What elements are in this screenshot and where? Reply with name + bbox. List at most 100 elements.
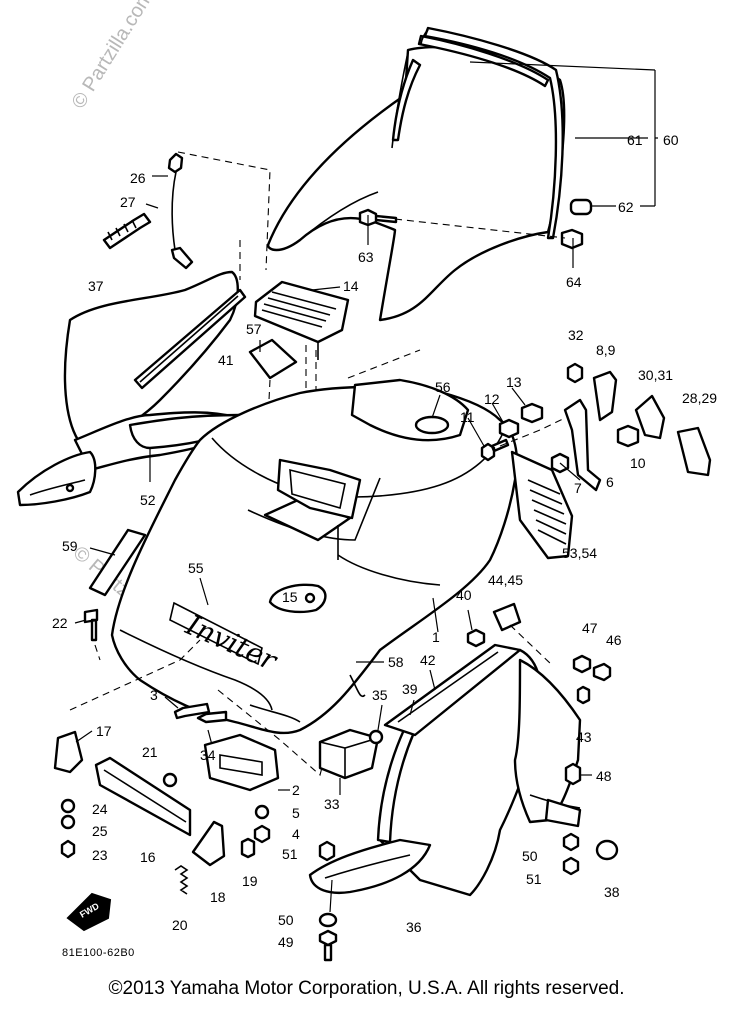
callout-7: 7: [574, 480, 582, 496]
callout-18: 18: [210, 889, 226, 905]
callout-52: 52: [140, 492, 156, 508]
callout-10: 10: [630, 455, 646, 471]
clip-44-45: [492, 602, 522, 632]
callout-5: 5: [292, 805, 300, 821]
nut-4: [253, 824, 271, 844]
decal-57: [248, 338, 298, 380]
washer-12: [498, 418, 520, 439]
callout-62: 62: [618, 199, 634, 215]
callout-4445: 44,45: [488, 572, 523, 588]
bolt-3: [173, 702, 211, 720]
callout-57: 57: [246, 321, 262, 337]
callout-40: 40: [456, 587, 472, 603]
side-panel-37: [16, 270, 248, 507]
clip-62: [569, 198, 593, 216]
grille-53-54: [510, 450, 574, 560]
callout-51b: 51: [526, 871, 542, 887]
washer-35: [368, 729, 384, 745]
callout-15: 15: [282, 589, 298, 605]
callout-27: 27: [120, 194, 136, 210]
part-30-31: [634, 394, 666, 440]
callout-39: 39: [402, 681, 418, 697]
bracket-18: [191, 820, 226, 867]
nut-32: [566, 362, 584, 384]
windshield: [266, 26, 593, 322]
rivet-43: [576, 685, 591, 705]
washer-24: [60, 798, 76, 814]
callout-37: 37: [88, 278, 104, 294]
callout-49: 49: [278, 934, 294, 950]
bolt-48: [564, 762, 582, 786]
callout-5354: 53,54: [562, 545, 597, 561]
rail-42: [383, 643, 522, 737]
callout-89: 8,9: [596, 342, 616, 358]
callout-58: 58: [388, 654, 404, 670]
part-28-29: [676, 426, 712, 477]
watermark-top-left: © Partzilla.com: [68, 0, 158, 113]
copyright-notice: ©2013 Yamaha Motor Corporation, U.S.A. A…: [108, 978, 625, 999]
nut-23: [60, 839, 76, 859]
cable-assembly: [102, 152, 194, 270]
callout-41: 41: [218, 352, 234, 368]
callout-19: 19: [242, 873, 258, 889]
callout-36: 36: [406, 919, 422, 935]
callout-32: 32: [568, 327, 584, 343]
callout-33: 33: [324, 796, 340, 812]
callout-25: 25: [92, 823, 108, 839]
callout-60: 60: [663, 132, 679, 148]
grommet-38: [595, 839, 619, 861]
cap-15: [268, 583, 327, 614]
callout-3: 3: [150, 687, 158, 703]
callout-22: 22: [52, 615, 68, 631]
vent-14: [253, 280, 350, 360]
callout-42: 42: [420, 652, 436, 668]
callout-50b: 50: [278, 912, 294, 928]
callout-56: 56: [435, 379, 451, 395]
spring-20: [174, 865, 189, 895]
callout-50a: 50: [522, 848, 538, 864]
callouts: 60 61 62 63 64 26 27 37 14 57 41 32 8,9 …: [52, 132, 717, 950]
callout-63: 63: [358, 249, 374, 265]
part-10: [616, 424, 640, 448]
callout-51a: 51: [282, 846, 298, 862]
callout-21: 21: [142, 744, 158, 760]
bolt-46: [592, 662, 612, 682]
screw-22: [83, 608, 99, 642]
callout-59: 59: [62, 538, 78, 554]
nut-40: [466, 628, 486, 648]
callout-1: 1: [432, 629, 440, 645]
fwd-arrow: FWD: [66, 892, 112, 932]
emblem-59: [88, 528, 147, 597]
arm-6: [563, 398, 602, 492]
callout-14: 14: [343, 278, 359, 294]
bolt-19: [240, 837, 256, 859]
callout-11: 11: [460, 409, 475, 425]
callout-24: 24: [92, 801, 108, 817]
callout-2829: 28,29: [682, 390, 717, 406]
callout-13: 13: [506, 374, 522, 390]
callout-20: 20: [172, 917, 188, 933]
washer-50-bottom: [318, 912, 338, 928]
washer-5: [254, 804, 270, 820]
callout-43: 43: [576, 729, 592, 745]
callout-2: 2: [292, 782, 300, 798]
part-13: [520, 402, 544, 424]
nut-51-left: [318, 840, 336, 862]
bar-16: [94, 756, 192, 837]
callout-16: 16: [140, 849, 156, 865]
bolt-49: [318, 929, 338, 962]
diagram-code: 81E100-62B0: [62, 947, 135, 959]
callout-23: 23: [92, 847, 108, 863]
callout-38: 38: [604, 884, 620, 900]
callout-61: 61: [627, 132, 643, 148]
callout-46: 46: [606, 632, 622, 648]
callout-34: 34: [200, 747, 216, 763]
callout-64: 64: [566, 274, 582, 290]
callout-47: 47: [582, 620, 598, 636]
washer-50-right: [562, 832, 580, 852]
nut-21: [162, 772, 178, 788]
nut-64: [560, 228, 584, 250]
callout-26: 26: [130, 170, 146, 186]
callout-55: 55: [188, 560, 204, 576]
